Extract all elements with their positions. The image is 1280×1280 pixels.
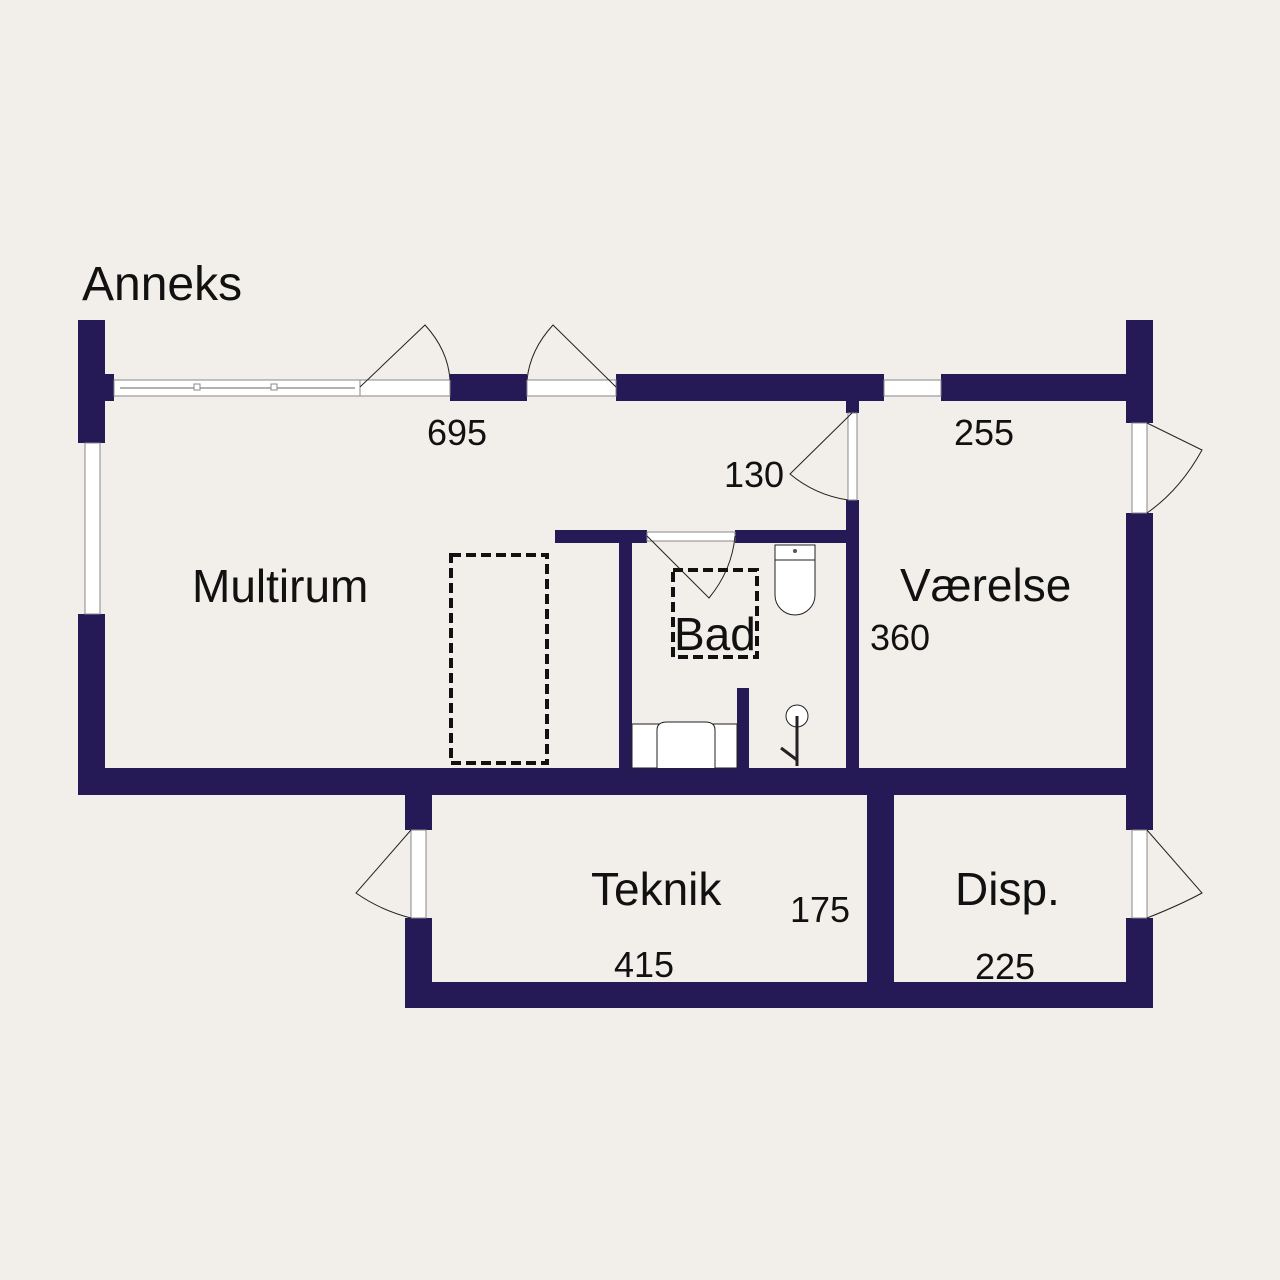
wall: [100, 374, 114, 401]
wall: [867, 795, 894, 982]
bed-outline: [449, 553, 549, 765]
door-swing: [1146, 422, 1203, 514]
dimension-label: 360: [870, 617, 930, 658]
room-label-multirum: Multirum: [192, 560, 368, 612]
wall: [616, 374, 884, 401]
wall: [78, 768, 1153, 795]
wall: [405, 982, 1153, 1008]
room-label-bad: Bad: [674, 608, 756, 660]
windows: [84, 379, 1148, 919]
wall: [846, 500, 859, 768]
wall: [737, 688, 749, 768]
door-swing: [355, 829, 412, 919]
dimension-label: 695: [427, 412, 487, 453]
fixtures: [449, 544, 816, 769]
door-opening: [410, 829, 427, 919]
walls: [78, 320, 1153, 1008]
door-swing: [789, 412, 853, 501]
dimension-label: 255: [954, 412, 1014, 453]
room-label-teknik: Teknik: [591, 863, 722, 915]
shower-outline: [671, 568, 759, 659]
door-opening: [1131, 829, 1148, 919]
door-swing: [359, 324, 451, 388]
room-label-vaerelse: Værelse: [900, 559, 1071, 611]
toilet-icon: [774, 544, 816, 616]
wall: [941, 374, 1153, 401]
wall: [846, 401, 859, 413]
door-opening: [359, 379, 451, 397]
door-opening: [526, 379, 617, 397]
dimension-label: 130: [724, 454, 784, 495]
wall: [735, 530, 847, 543]
wall: [619, 543, 632, 768]
door-swing: [526, 324, 617, 388]
wall: [1126, 320, 1153, 423]
door-swing: [1146, 829, 1203, 919]
window-latch: [270, 383, 278, 391]
room-label-disp: Disp.: [955, 863, 1060, 915]
dimension-label: 175: [790, 889, 850, 930]
door-opening: [1131, 422, 1148, 514]
dimension-label: 415: [614, 944, 674, 985]
window-latch: [193, 383, 201, 391]
dimension-label: 225: [975, 946, 1035, 987]
door-opening: [646, 531, 736, 542]
wall: [555, 530, 647, 543]
labels: 695 Multirum 130 Bad 255 Værelse 360 Tek…: [192, 412, 1071, 987]
wall: [450, 374, 527, 401]
wall: [78, 614, 105, 795]
wall: [405, 795, 432, 830]
plan-title: Anneks: [82, 258, 242, 311]
window: [84, 442, 101, 615]
window: [883, 379, 942, 397]
door-swing: [646, 535, 736, 599]
door-opening: [847, 412, 858, 501]
